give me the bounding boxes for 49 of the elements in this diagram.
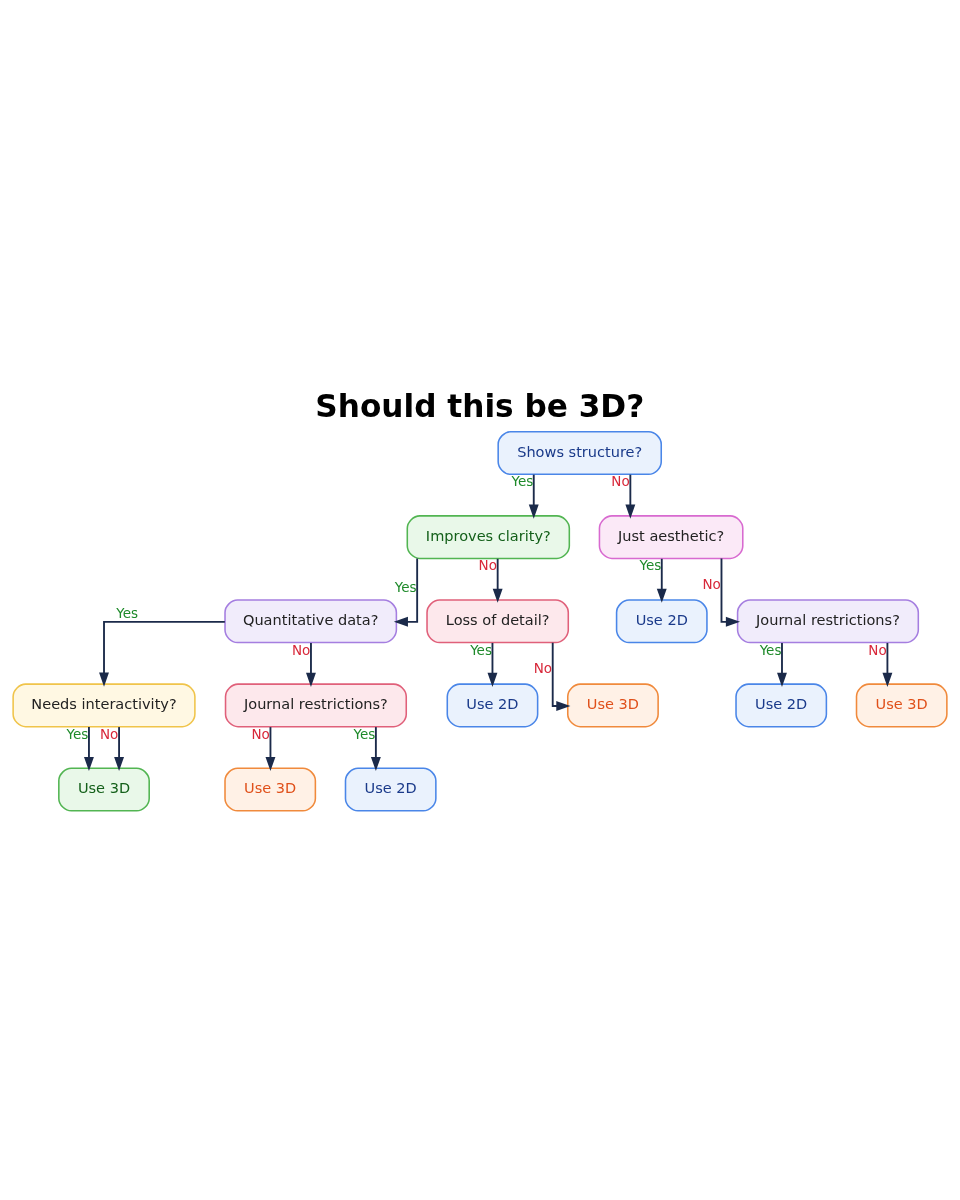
arrow: [551, 641, 571, 711]
node-box: Use 2D: [615, 599, 708, 644]
node-box: Use 2D: [735, 683, 828, 728]
node-box: Use 3D: [224, 767, 317, 812]
edge-label: No: [100, 725, 119, 742]
edge-label: Yes: [353, 725, 376, 742]
edge-label: Yes: [470, 641, 492, 658]
edge-label: No: [291, 641, 311, 658]
arrow: [114, 726, 125, 772]
edge-label: Yes: [116, 605, 139, 622]
arrow: [487, 642, 498, 687]
arrow: [492, 557, 503, 603]
edge-label: No: [478, 557, 497, 574]
arrow: [99, 620, 226, 687]
node-box: Needs interactivity?: [12, 683, 196, 728]
edge-label: Yes: [759, 641, 782, 658]
node-box: Just aesthetic?: [598, 515, 744, 560]
arrow: [720, 557, 741, 627]
node-box: Use 2D: [344, 767, 437, 812]
arrow: [393, 557, 419, 627]
arrow: [265, 726, 276, 772]
edge-label: No: [611, 473, 630, 490]
node-box: Use 3D: [58, 767, 150, 812]
edge-label: No: [868, 641, 887, 658]
edge-label: No: [702, 576, 721, 593]
arrow: [306, 642, 316, 687]
node-box: Improves clarity?: [406, 515, 571, 560]
diagram-title: Should this be 3D?: [315, 388, 645, 425]
node-box: Journal restrictions?: [736, 599, 920, 644]
node-box: Journal restrictions?: [224, 683, 408, 728]
node-box: Shows structure?: [497, 430, 662, 476]
edge-label: Yes: [639, 557, 662, 574]
arrow: [656, 557, 667, 603]
edge-label: Yes: [511, 473, 534, 490]
arrow: [882, 642, 893, 687]
arrow: [777, 642, 787, 687]
arrow: [528, 473, 539, 519]
arrow: [84, 726, 94, 772]
arrow: [370, 726, 381, 772]
node-box: Use 3D: [855, 683, 948, 728]
node-box: Use 2D: [446, 683, 539, 728]
arrow: [625, 473, 636, 519]
edge-label: No: [251, 725, 270, 742]
node-box: Quantitative data?: [224, 599, 398, 644]
edge-label: No: [533, 659, 553, 676]
edge-label: Yes: [394, 578, 417, 595]
edge-label: Yes: [66, 725, 89, 742]
node-box: Use 3D: [567, 683, 659, 728]
node-box: Loss of detail?: [426, 599, 570, 644]
